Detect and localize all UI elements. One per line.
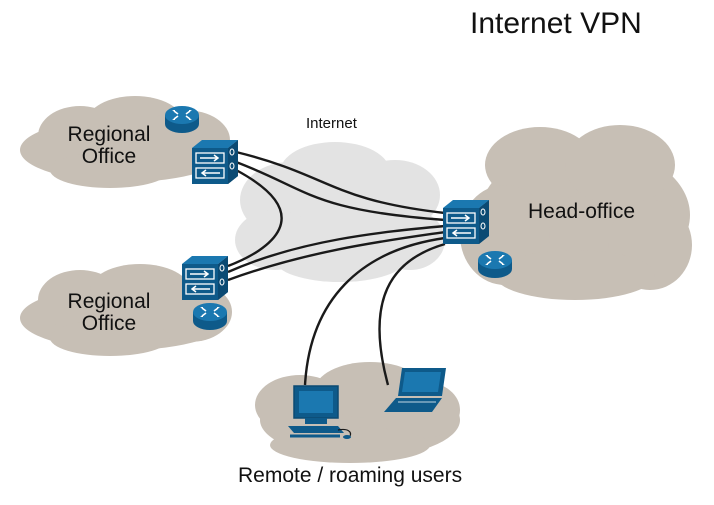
regional-office-top-line1: Regional [67,123,151,146]
router-icon [477,250,513,279]
laptop-icon [384,368,446,412]
regional-office-bottom-line1: Regional [67,290,151,313]
firewall-icon [181,255,229,301]
desktop-computer-icon [288,385,352,439]
remote-users-label: Remote / roaming users [238,464,463,487]
regional-office-bottom-cloud [20,264,232,356]
internet-label: Internet [306,115,357,132]
link-top-office-2 [235,160,446,222]
firewall-icon [191,139,239,185]
router-icon [192,302,228,331]
vpn-links [227,150,446,386]
regional-office-bottom-label: Regional Office [62,290,156,336]
link-top-office-1 [235,150,446,215]
page-title: Internet VPN [470,7,642,40]
regional-office-bottom-line2: Office [81,312,137,336]
regional-office-top-line2: Office [81,145,137,169]
link-bottom-office-1 [227,224,446,274]
internet-cloud [235,142,445,282]
regional-office-top-label: Regional Office [62,123,156,169]
link-bottom-office-2 [227,230,446,282]
link-desktop [303,236,446,386]
link-top-office-3 [227,168,283,268]
link-laptop [378,242,446,386]
firewall-icon [442,199,490,245]
router-icon [164,105,200,134]
head-office-label: Head-office [528,200,636,223]
regional-office-top-cloud [20,96,230,188]
